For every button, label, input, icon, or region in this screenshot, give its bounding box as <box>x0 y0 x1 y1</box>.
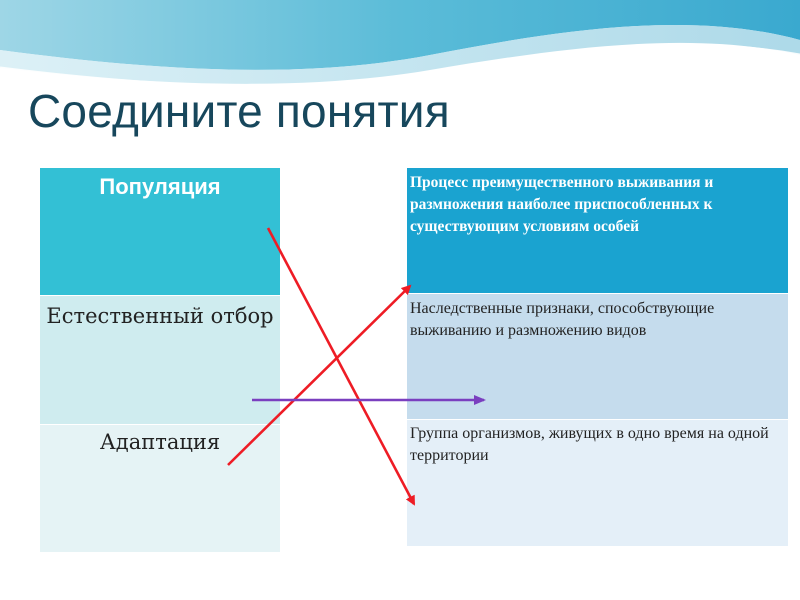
concept-cell-population[interactable] <box>40 168 280 295</box>
definition-text-selection: Процесс преимущественного выживания и ра… <box>410 174 714 235</box>
concept-label-natural-selection: Естественный отбор <box>46 304 274 328</box>
definition-text-adaptation: Наследственные признаки, способствующие … <box>410 300 715 339</box>
concept-label-population: Популяция <box>99 174 221 199</box>
definition-cell-selection[interactable] <box>407 168 788 293</box>
definition-cell-population[interactable] <box>407 420 788 546</box>
concept-label-adaptation: Адаптация <box>99 430 221 454</box>
definition-cell-adaptation[interactable] <box>407 294 788 419</box>
slide-title: Соедините понятия <box>28 85 450 137</box>
definition-text-population: Группа организмов, живущих в одно время … <box>410 425 769 464</box>
